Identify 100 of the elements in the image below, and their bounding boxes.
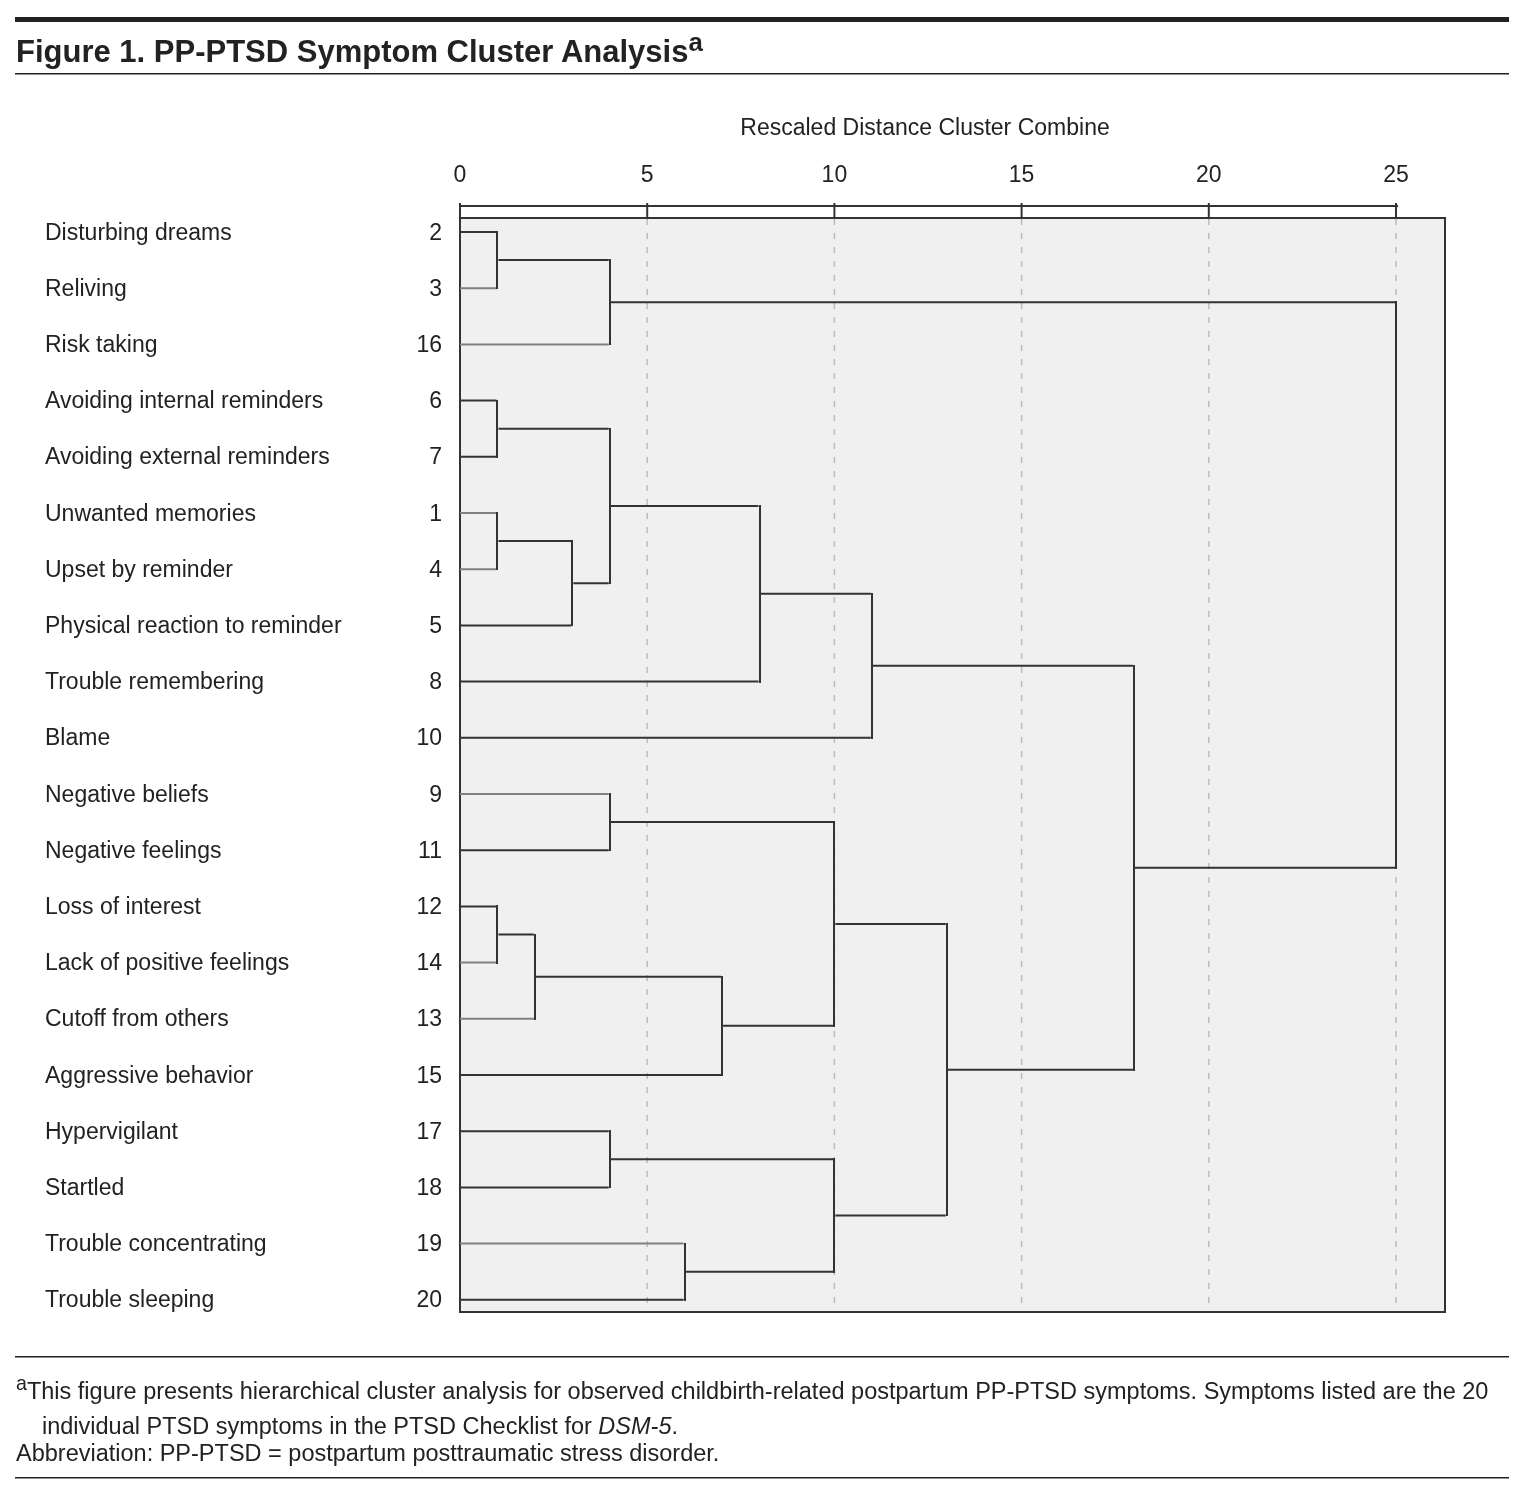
- merge-bar: [758, 504, 761, 683]
- symptom-label: Negative beliefs: [45, 780, 209, 808]
- tick-label: 15: [1007, 161, 1036, 188]
- dendrogram-link: [459, 1298, 685, 1301]
- dendrogram-link: [459, 905, 498, 908]
- symptom-label: Reliving: [45, 274, 127, 302]
- symptom-label: Avoiding internal reminders: [45, 387, 324, 415]
- dendrogram-link: [459, 512, 498, 514]
- dendrogram-link: [722, 1024, 835, 1027]
- item-number: 12: [416, 892, 442, 920]
- symptom-label: Negative feelings: [45, 836, 222, 864]
- dendrogram-link: [459, 624, 573, 627]
- dendrogram-link: [459, 1186, 610, 1189]
- abbreviation-note: Abbreviation: PP-PTSD = postpartum posttraumatic stress disorder.: [16, 1439, 720, 1468]
- merge-bar: [870, 592, 873, 739]
- merge-bar: [833, 821, 836, 1027]
- item-number: 9: [429, 780, 442, 808]
- merge-bar: [496, 399, 499, 458]
- item-number: 3: [429, 274, 442, 302]
- tick-label: 25: [1382, 161, 1410, 188]
- dendrogram-link: [609, 821, 835, 824]
- dendrogram-link: [459, 736, 872, 739]
- figure-title: Figure 1. PP-PTSD Symptom Cluster Analysis$^{a}$: [16, 28, 703, 71]
- merge-bar: [608, 793, 611, 852]
- dendrogram-link: [459, 680, 760, 683]
- symptom-label: Cutoff from others: [45, 1005, 229, 1033]
- dendrogram-link: [572, 582, 610, 585]
- tick-label: 10: [820, 161, 849, 188]
- merge-bar: [496, 512, 499, 571]
- dendrogram-link: [459, 231, 498, 233]
- symptom-label: Startled: [45, 1173, 125, 1201]
- dendrogram-link: [497, 427, 610, 430]
- symptom-label: Lack of positive feelings: [45, 949, 290, 977]
- merge-bar: [945, 922, 948, 1217]
- item-number: 19: [416, 1230, 442, 1258]
- tick-label: 20: [1195, 161, 1223, 188]
- item-number: 7: [429, 443, 442, 471]
- dendrogram-link: [459, 793, 610, 795]
- merge-bar: [1132, 664, 1135, 1071]
- item-number: 10: [416, 724, 442, 752]
- tick-label: 0: [452, 161, 468, 188]
- item-number: 2: [429, 218, 442, 246]
- dendrogram-link: [459, 343, 610, 346]
- symptom-label: Hypervigilant: [45, 1117, 178, 1145]
- dendrogram-link: [497, 259, 610, 262]
- item-number: 6: [429, 387, 442, 415]
- dendrogram-link: [946, 1068, 1134, 1071]
- symptom-label: Loss of interest: [45, 892, 201, 920]
- item-number: 5: [429, 611, 442, 639]
- dendrogram-link: [459, 568, 498, 571]
- item-number: 13: [416, 1005, 442, 1033]
- item-number: 14: [416, 949, 442, 977]
- symptom-label: Avoiding external reminders: [45, 443, 330, 471]
- symptom-label: Upset by reminder: [45, 555, 233, 583]
- dendrogram-link: [834, 922, 947, 925]
- merge-bar: [608, 427, 611, 585]
- dendrogram-link: [684, 1270, 835, 1273]
- merge-bar: [721, 975, 724, 1076]
- item-number: 15: [416, 1061, 442, 1089]
- dendrogram-link: [534, 975, 723, 978]
- dendrogram-link: [459, 1074, 723, 1076]
- merge-bar: [683, 1242, 686, 1301]
- dendrogram-link: [459, 1242, 685, 1245]
- symptom-label: Unwanted memories: [45, 499, 256, 527]
- symptom-label: Disturbing dreams: [45, 218, 232, 246]
- symptom-label: Trouble remembering: [45, 668, 265, 696]
- dendrogram-link: [609, 301, 1396, 304]
- merge-bar: [608, 259, 611, 346]
- dendrogram-link: [459, 961, 498, 964]
- dendrogram-link: [1133, 866, 1396, 869]
- item-number: 20: [416, 1286, 442, 1314]
- dendrogram-link: [609, 505, 760, 507]
- dendrogram-link: [459, 849, 610, 852]
- dendrogram-link: [834, 1214, 947, 1217]
- symptom-label: Physical reaction to reminder: [45, 611, 342, 639]
- symptom-label: Blame: [45, 724, 111, 752]
- merge-bar: [496, 905, 499, 964]
- symptom-label: Risk taking: [45, 330, 158, 358]
- item-number: 17: [416, 1117, 442, 1145]
- dendrogram-link: [459, 399, 498, 402]
- dendrogram-link: [497, 540, 573, 543]
- symptom-label: Trouble sleeping: [45, 1286, 215, 1314]
- dendrogram-link: [759, 592, 872, 595]
- item-number: 18: [416, 1173, 442, 1201]
- dendrogram-link: [459, 455, 498, 458]
- merge-bar: [571, 540, 574, 627]
- merge-bar: [496, 231, 499, 290]
- dendrogram-link: [459, 1130, 610, 1133]
- dendrogram-link: [871, 664, 1134, 667]
- footnote: $^{a}$This figure presents hierarchical cluster analysis for observed childbirth-related postpartum PP-PTSD symptoms. Symptoms listed are the 20 individual PTSD symptoms in the PTSD Checklist for DSM-5.: [16, 1371, 1490, 1441]
- item-number: 16: [416, 330, 442, 358]
- axis-title: Rescaled Distance Cluster Combine: [739, 114, 1111, 141]
- merge-bar: [608, 1130, 611, 1189]
- merge-bar: [833, 1158, 836, 1273]
- item-number: 8: [429, 668, 442, 696]
- merge-bar: [533, 933, 536, 1020]
- symptom-label: Aggressive behavior: [45, 1061, 254, 1089]
- item-number: 4: [429, 555, 442, 583]
- dendrogram-link: [609, 1158, 835, 1161]
- symptom-label: Trouble concentrating: [45, 1230, 267, 1258]
